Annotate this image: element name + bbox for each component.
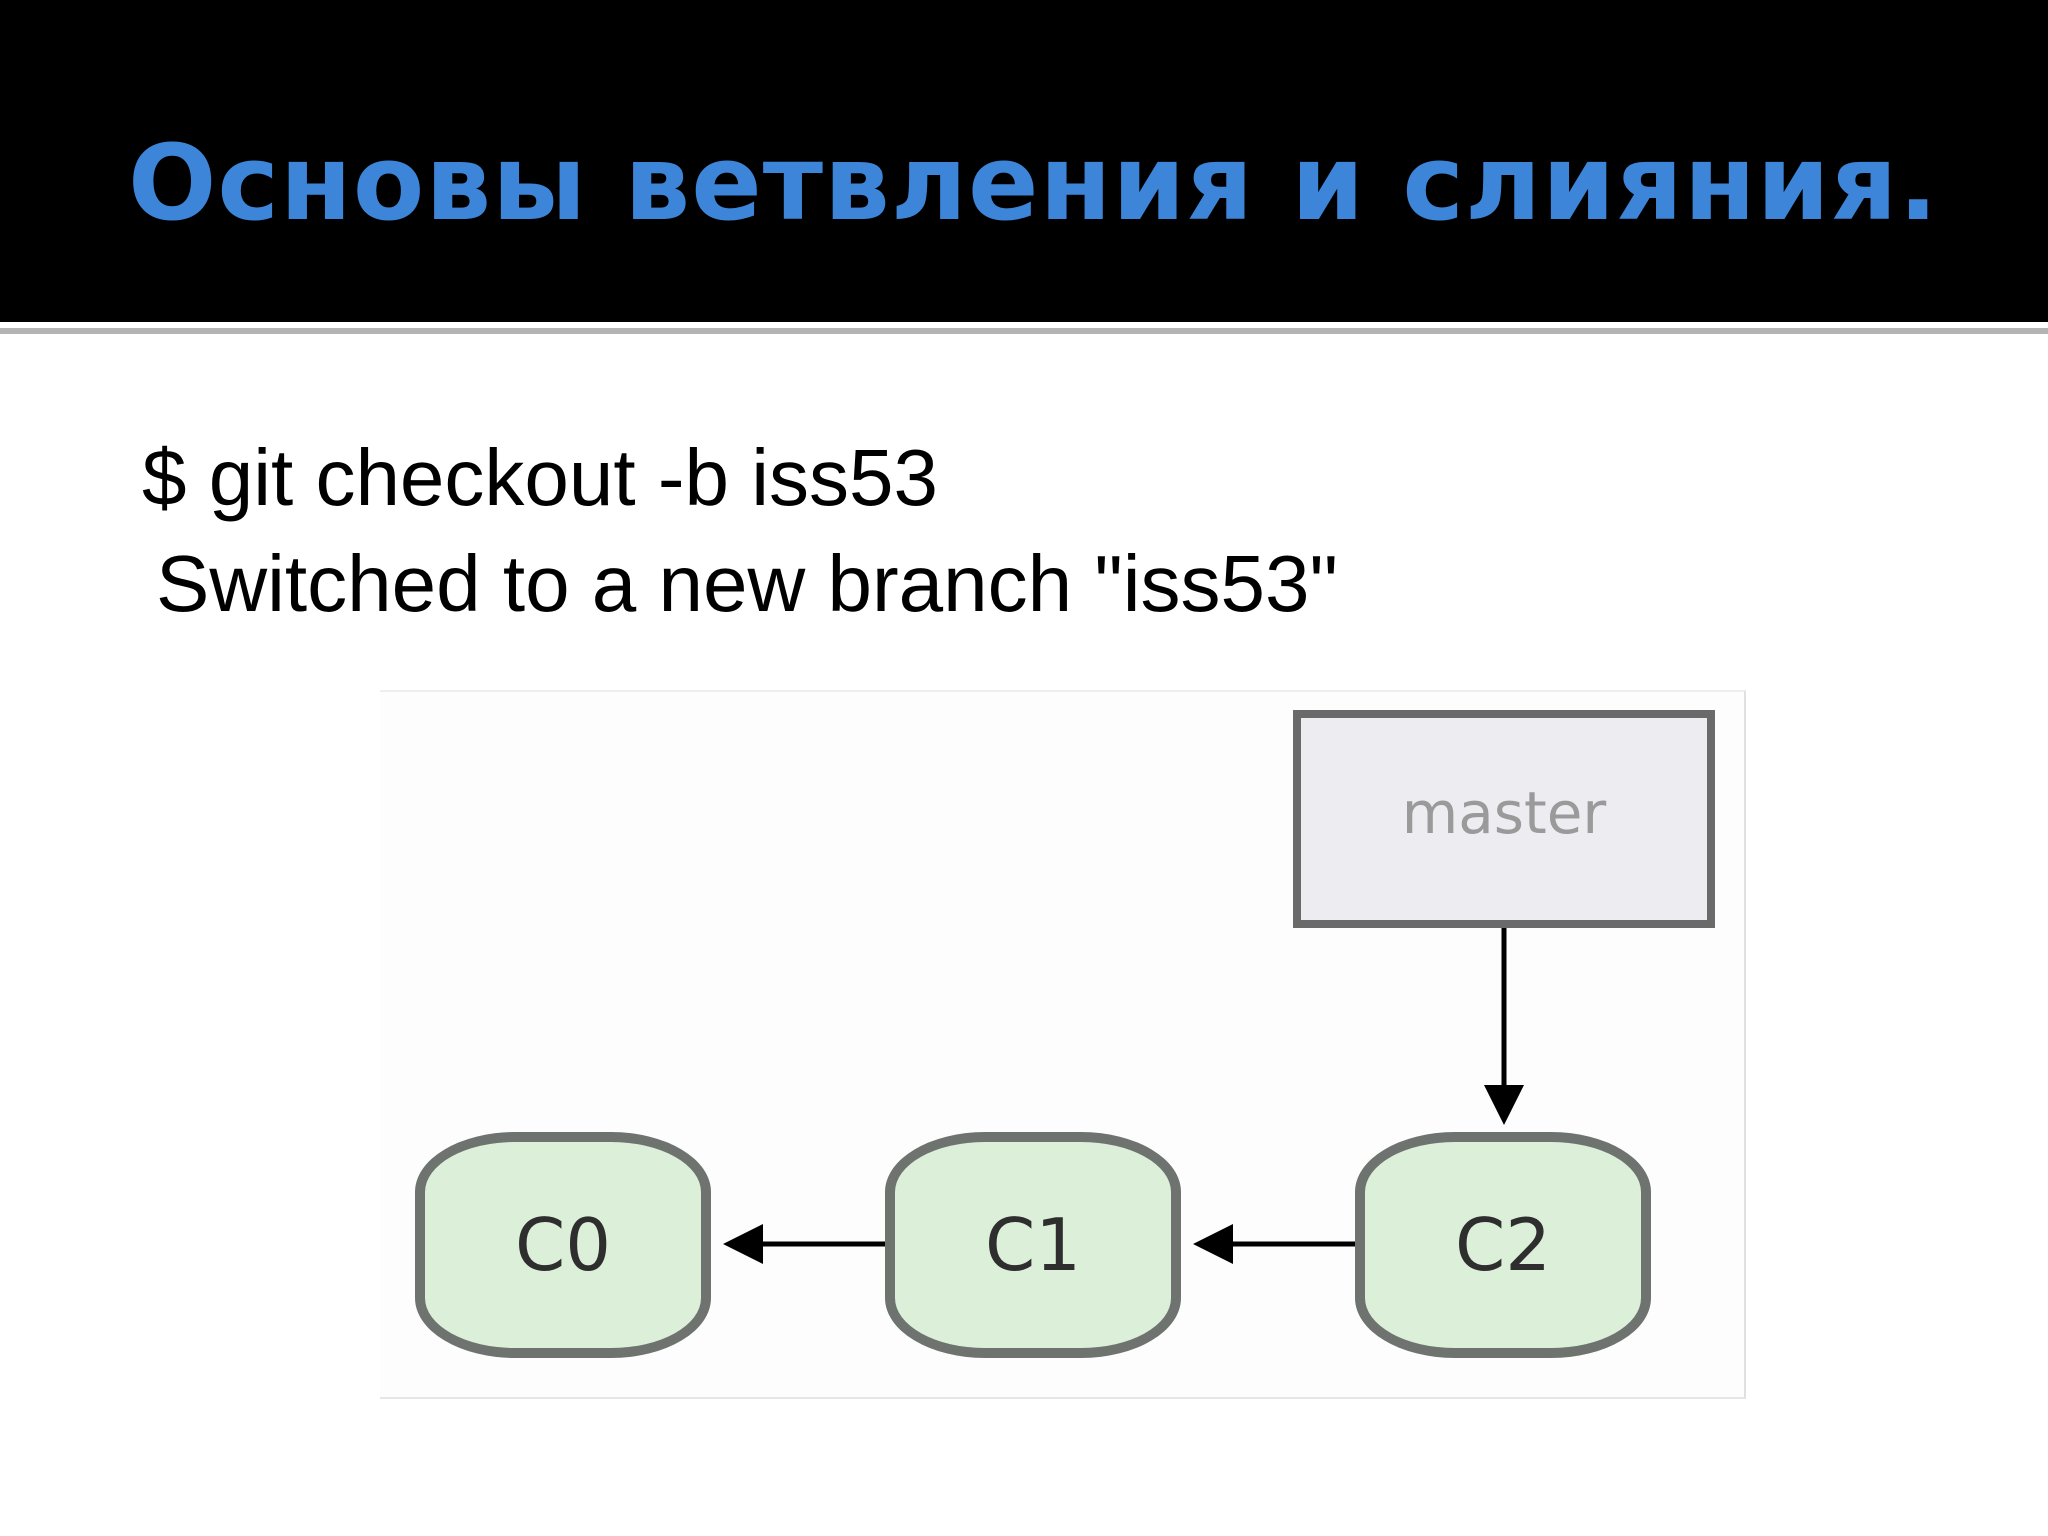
header-divider (0, 328, 2048, 334)
commit-label: C2 (1454, 1203, 1552, 1287)
commit-node-c0: C0 (415, 1132, 711, 1358)
commit-node-c2: C2 (1355, 1132, 1651, 1358)
commit-label: C0 (514, 1203, 612, 1287)
slide-header: Основы ветвления и слияния. (0, 0, 2048, 322)
command-output: Switched to a new branch "iss53" (156, 539, 1338, 628)
branch-diagram: master C0 C1 C2 (380, 690, 1746, 1399)
git-command: $ git checkout -b iss53 (142, 433, 938, 522)
slide-title: Основы ветвления и слияния. (128, 122, 1939, 244)
branch-pointer-master: master (1293, 710, 1715, 928)
commit-node-c1: C1 (885, 1132, 1181, 1358)
commit-label: C1 (984, 1203, 1082, 1287)
branch-label: master (1401, 779, 1607, 847)
